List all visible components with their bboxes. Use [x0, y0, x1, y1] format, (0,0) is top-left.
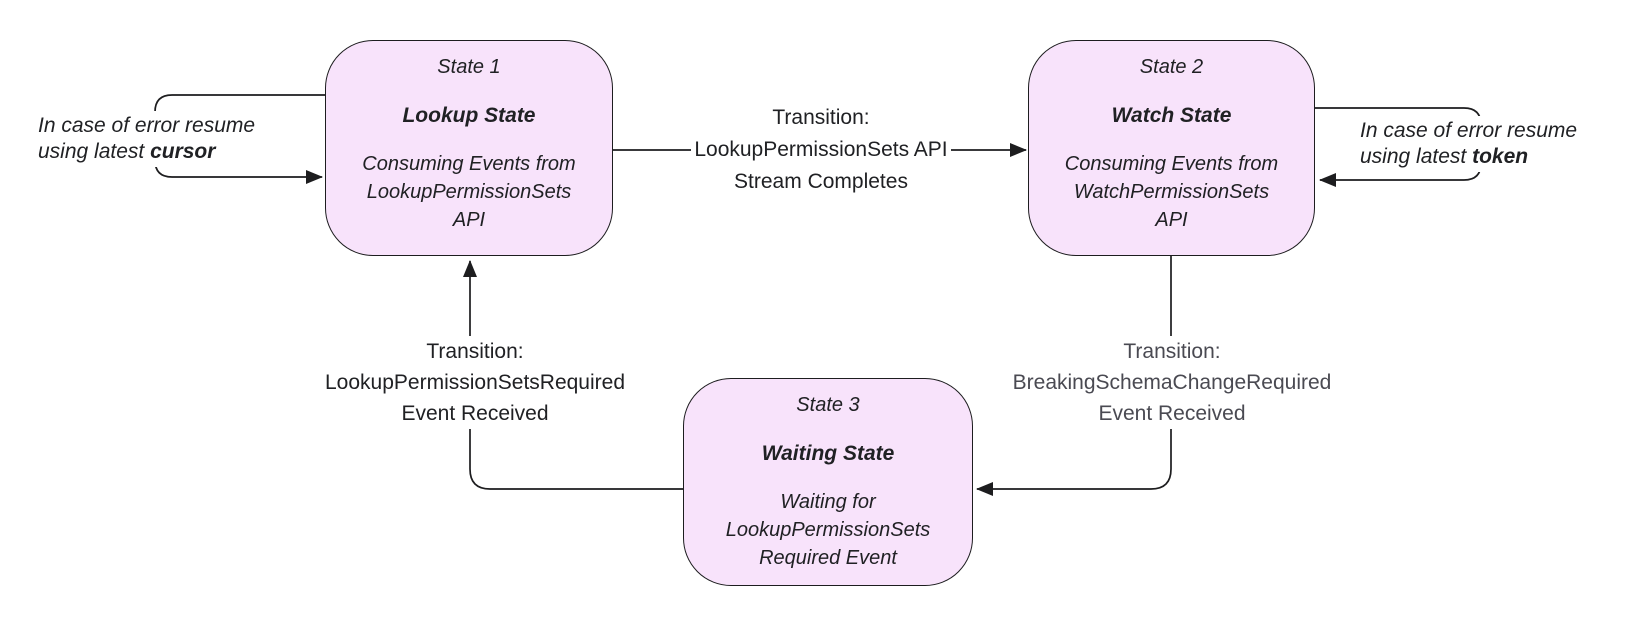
transition-label-line: Transition: [1123, 340, 1221, 363]
state-description-line: Required Event [759, 547, 897, 569]
state-description-line: API [1155, 209, 1188, 231]
state-description: Consuming Events from LookupPermissionSe… [362, 150, 575, 234]
error-note-line: In case of error resume [38, 114, 256, 137]
state-description-line: API [452, 209, 486, 231]
state-name: Waiting State [761, 442, 895, 465]
state-description-line: LookupPermissionSets [725, 519, 931, 541]
state-step-label: State 1 [437, 56, 501, 78]
error-note-prefix: using latest [38, 140, 151, 163]
transition-label-line: Transition: [426, 340, 524, 363]
state-step-label: State 3 [796, 394, 860, 416]
transition-label-line: Event Received [401, 402, 549, 425]
error-note-line: using latest token [1360, 144, 1577, 170]
error-note-keyword: token [1472, 145, 1529, 168]
error-note-prefix: using latest [1360, 145, 1473, 168]
state-description-line: Waiting for [780, 491, 876, 513]
state-node-waiting: State 3 Waiting State Waiting for Lookup… [683, 378, 973, 586]
transition-label-line: Event Received [1098, 402, 1246, 425]
state-description: Waiting for LookupPermissionSets Require… [726, 488, 931, 572]
error-note-keyword: cursor [150, 140, 216, 163]
transition-label-line: BreakingSchemaChangeRequired [1012, 371, 1332, 394]
state-node-watch: State 2 Watch State Consuming Events fro… [1028, 40, 1315, 256]
state-node-lookup: State 1 Lookup State Consuming Events fr… [325, 40, 613, 256]
error-note-line: using latest cursor [38, 139, 255, 165]
transition-label-line: LookupPermissionSets API [671, 134, 971, 166]
transition-label-waiting-to-lookup: Transition: LookupPermissionSetsRequired… [295, 336, 655, 429]
transition-label-line: Stream Completes [734, 170, 908, 193]
state-description-line: LookupPermissionSets [366, 181, 572, 203]
state-description-line: Consuming Events from [362, 153, 576, 175]
state-description-line: Consuming Events from [1064, 153, 1279, 175]
error-note-line: In case of error resume [1360, 119, 1578, 142]
error-note-cursor: In case of error resume using latest cur… [33, 111, 261, 167]
transition-label-watch-to-waiting: Transition: BreakingSchemaChangeRequired… [992, 336, 1352, 429]
error-note-token: In case of error resume using latest tok… [1355, 116, 1583, 172]
transition-label-line: LookupPermissionSetsRequired [325, 371, 625, 394]
state-description: Consuming Events from WatchPermissionSet… [1065, 150, 1278, 234]
state-name: Lookup State [402, 104, 536, 127]
transition-label-lookup-to-watch: Transition: LookupPermissionSets API Str… [671, 102, 971, 198]
state-description-line: WatchPermissionSets [1073, 181, 1270, 203]
state-name: Watch State [1111, 104, 1232, 127]
transition-label-line: Transition: [772, 106, 870, 129]
transition-label-on-line: LookupPermissionSets API [691, 138, 951, 161]
state-step-label: State 2 [1139, 56, 1204, 78]
arrow-waiting-to-lookup [463, 260, 683, 490]
arrow-watch-to-waiting [976, 256, 1172, 496]
